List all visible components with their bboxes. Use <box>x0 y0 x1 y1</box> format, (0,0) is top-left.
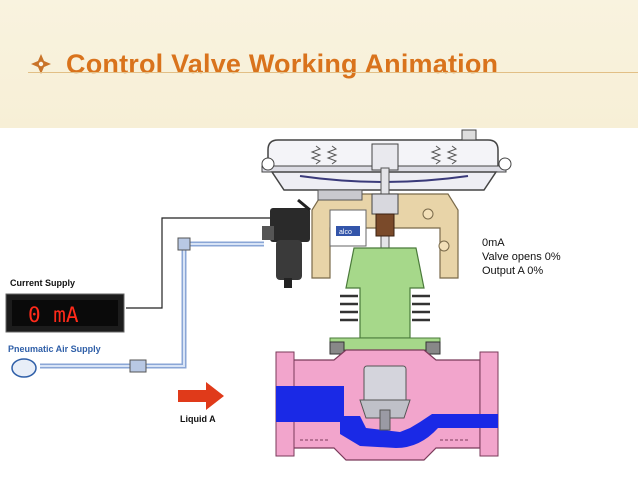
air-supply-pipe <box>40 237 264 373</box>
diagram-area: alco <box>0 128 638 478</box>
title-band <box>0 0 638 128</box>
ip-converter <box>262 198 311 288</box>
pneumatic-air-supply: Pneumatic Air Supply <box>8 344 101 378</box>
control-valve-diagram: alco <box>5 129 561 461</box>
diamond-bullet-icon <box>31 54 51 74</box>
pneumatic-label: Pneumatic Air Supply <box>8 344 101 354</box>
readout-current: 0mA <box>482 237 505 249</box>
valve-bonnet <box>329 247 441 355</box>
slide-title: Control Valve Working Animation <box>66 48 499 79</box>
liquid-label: Liquid A <box>180 414 216 424</box>
signal-wire <box>126 217 270 309</box>
title-row: Control Valve Working Animation <box>30 44 498 84</box>
liquid-flow: Liquid A <box>178 382 224 424</box>
valve-body <box>275 349 499 461</box>
flow-arrow-icon <box>178 382 224 410</box>
positioner-yoke: alco <box>311 189 459 279</box>
valve-readout: 0mA Valve opens 0% Output A 0% <box>482 237 561 277</box>
svg-text:alco: alco <box>339 229 352 236</box>
title-underline <box>28 72 638 73</box>
current-supply-label: Current Supply <box>10 278 75 288</box>
current-supply: Current Supply 0 mA <box>5 278 125 333</box>
readout-output: Output A 0% <box>482 265 543 277</box>
current-display: 0 mA <box>28 303 79 327</box>
readout-valve-opening: Valve opens 0% <box>482 251 561 263</box>
